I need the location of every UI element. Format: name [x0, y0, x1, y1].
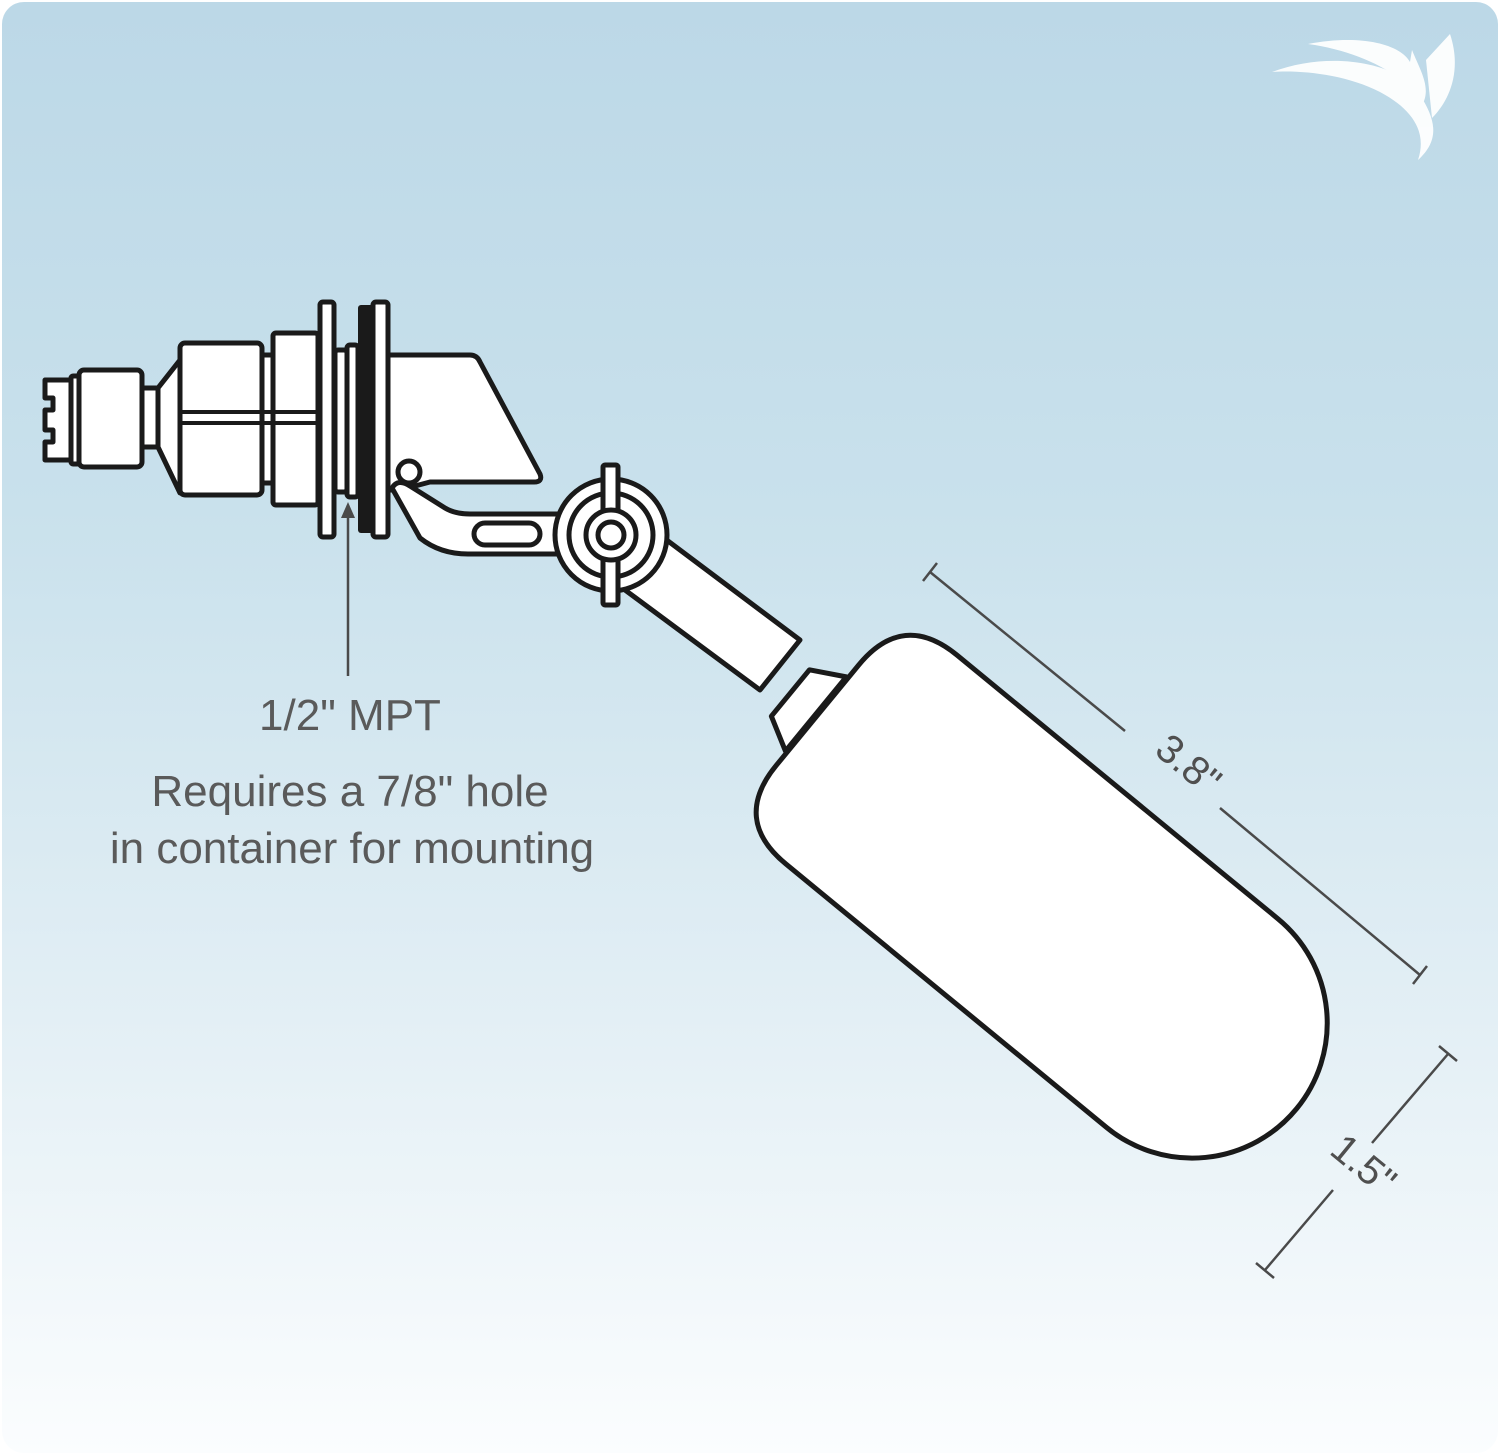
thread-size-label: 1/2" MPT	[259, 691, 441, 740]
body-collar	[270, 330, 321, 508]
length-label: 3.8"	[1147, 726, 1229, 804]
float-arm	[389, 480, 563, 557]
mounting-note-line1: Requires a 7/8" hole	[151, 767, 548, 816]
float-collar	[768, 667, 849, 754]
diameter-label: 1.5"	[1322, 1126, 1404, 1204]
mounting-note-line2: in container for mounting	[110, 824, 594, 873]
compression-nut	[76, 367, 145, 470]
hex-body	[177, 340, 265, 498]
rubber-gasket	[358, 305, 374, 533]
thread-ring-2	[344, 342, 361, 500]
outlet-block	[385, 352, 544, 493]
thread-leader-arrow	[341, 502, 355, 676]
pivot-pin	[395, 458, 423, 486]
valve-body	[42, 299, 544, 540]
brand-logo-icon	[1272, 34, 1455, 160]
washer	[317, 299, 337, 540]
cone	[155, 357, 183, 496]
float-ball	[753, 632, 1330, 1161]
adjustment-hub	[552, 462, 670, 608]
